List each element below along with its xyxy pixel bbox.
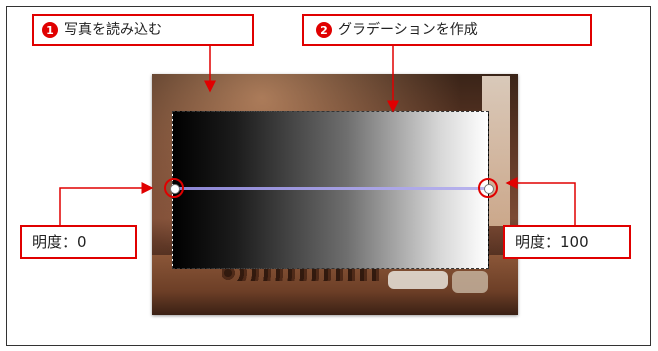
callout-label: グラデーションを作成 <box>338 22 478 38</box>
callout-load-image: 1 写真を読み込む <box>32 14 254 46</box>
arrow-brightness-end <box>505 177 576 225</box>
gradient-selection[interactable] <box>172 111 489 269</box>
photo-cup <box>388 271 448 289</box>
callout-label: 明度：0 <box>32 232 87 251</box>
end-handle-highlight-ring <box>478 178 498 198</box>
callout-brightness-end: 明度：100 <box>503 225 631 259</box>
callout-brightness-start: 明度：0 <box>20 225 137 259</box>
callout-label: 明度：100 <box>515 232 589 251</box>
figure-frame <box>6 6 651 346</box>
step-number-badge: 1 <box>42 22 58 38</box>
arrow-brightness-start <box>59 182 154 225</box>
gradient-direction-line[interactable] <box>174 187 487 190</box>
start-handle-highlight-ring <box>164 178 184 198</box>
callout-label: 写真を読み込む <box>64 22 162 38</box>
photo-coffee-beans <box>222 265 382 281</box>
step-number-badge: 2 <box>316 22 332 38</box>
photo-pot <box>452 271 488 293</box>
callout-create-gradient: 2 グラデーションを作成 <box>302 14 592 46</box>
